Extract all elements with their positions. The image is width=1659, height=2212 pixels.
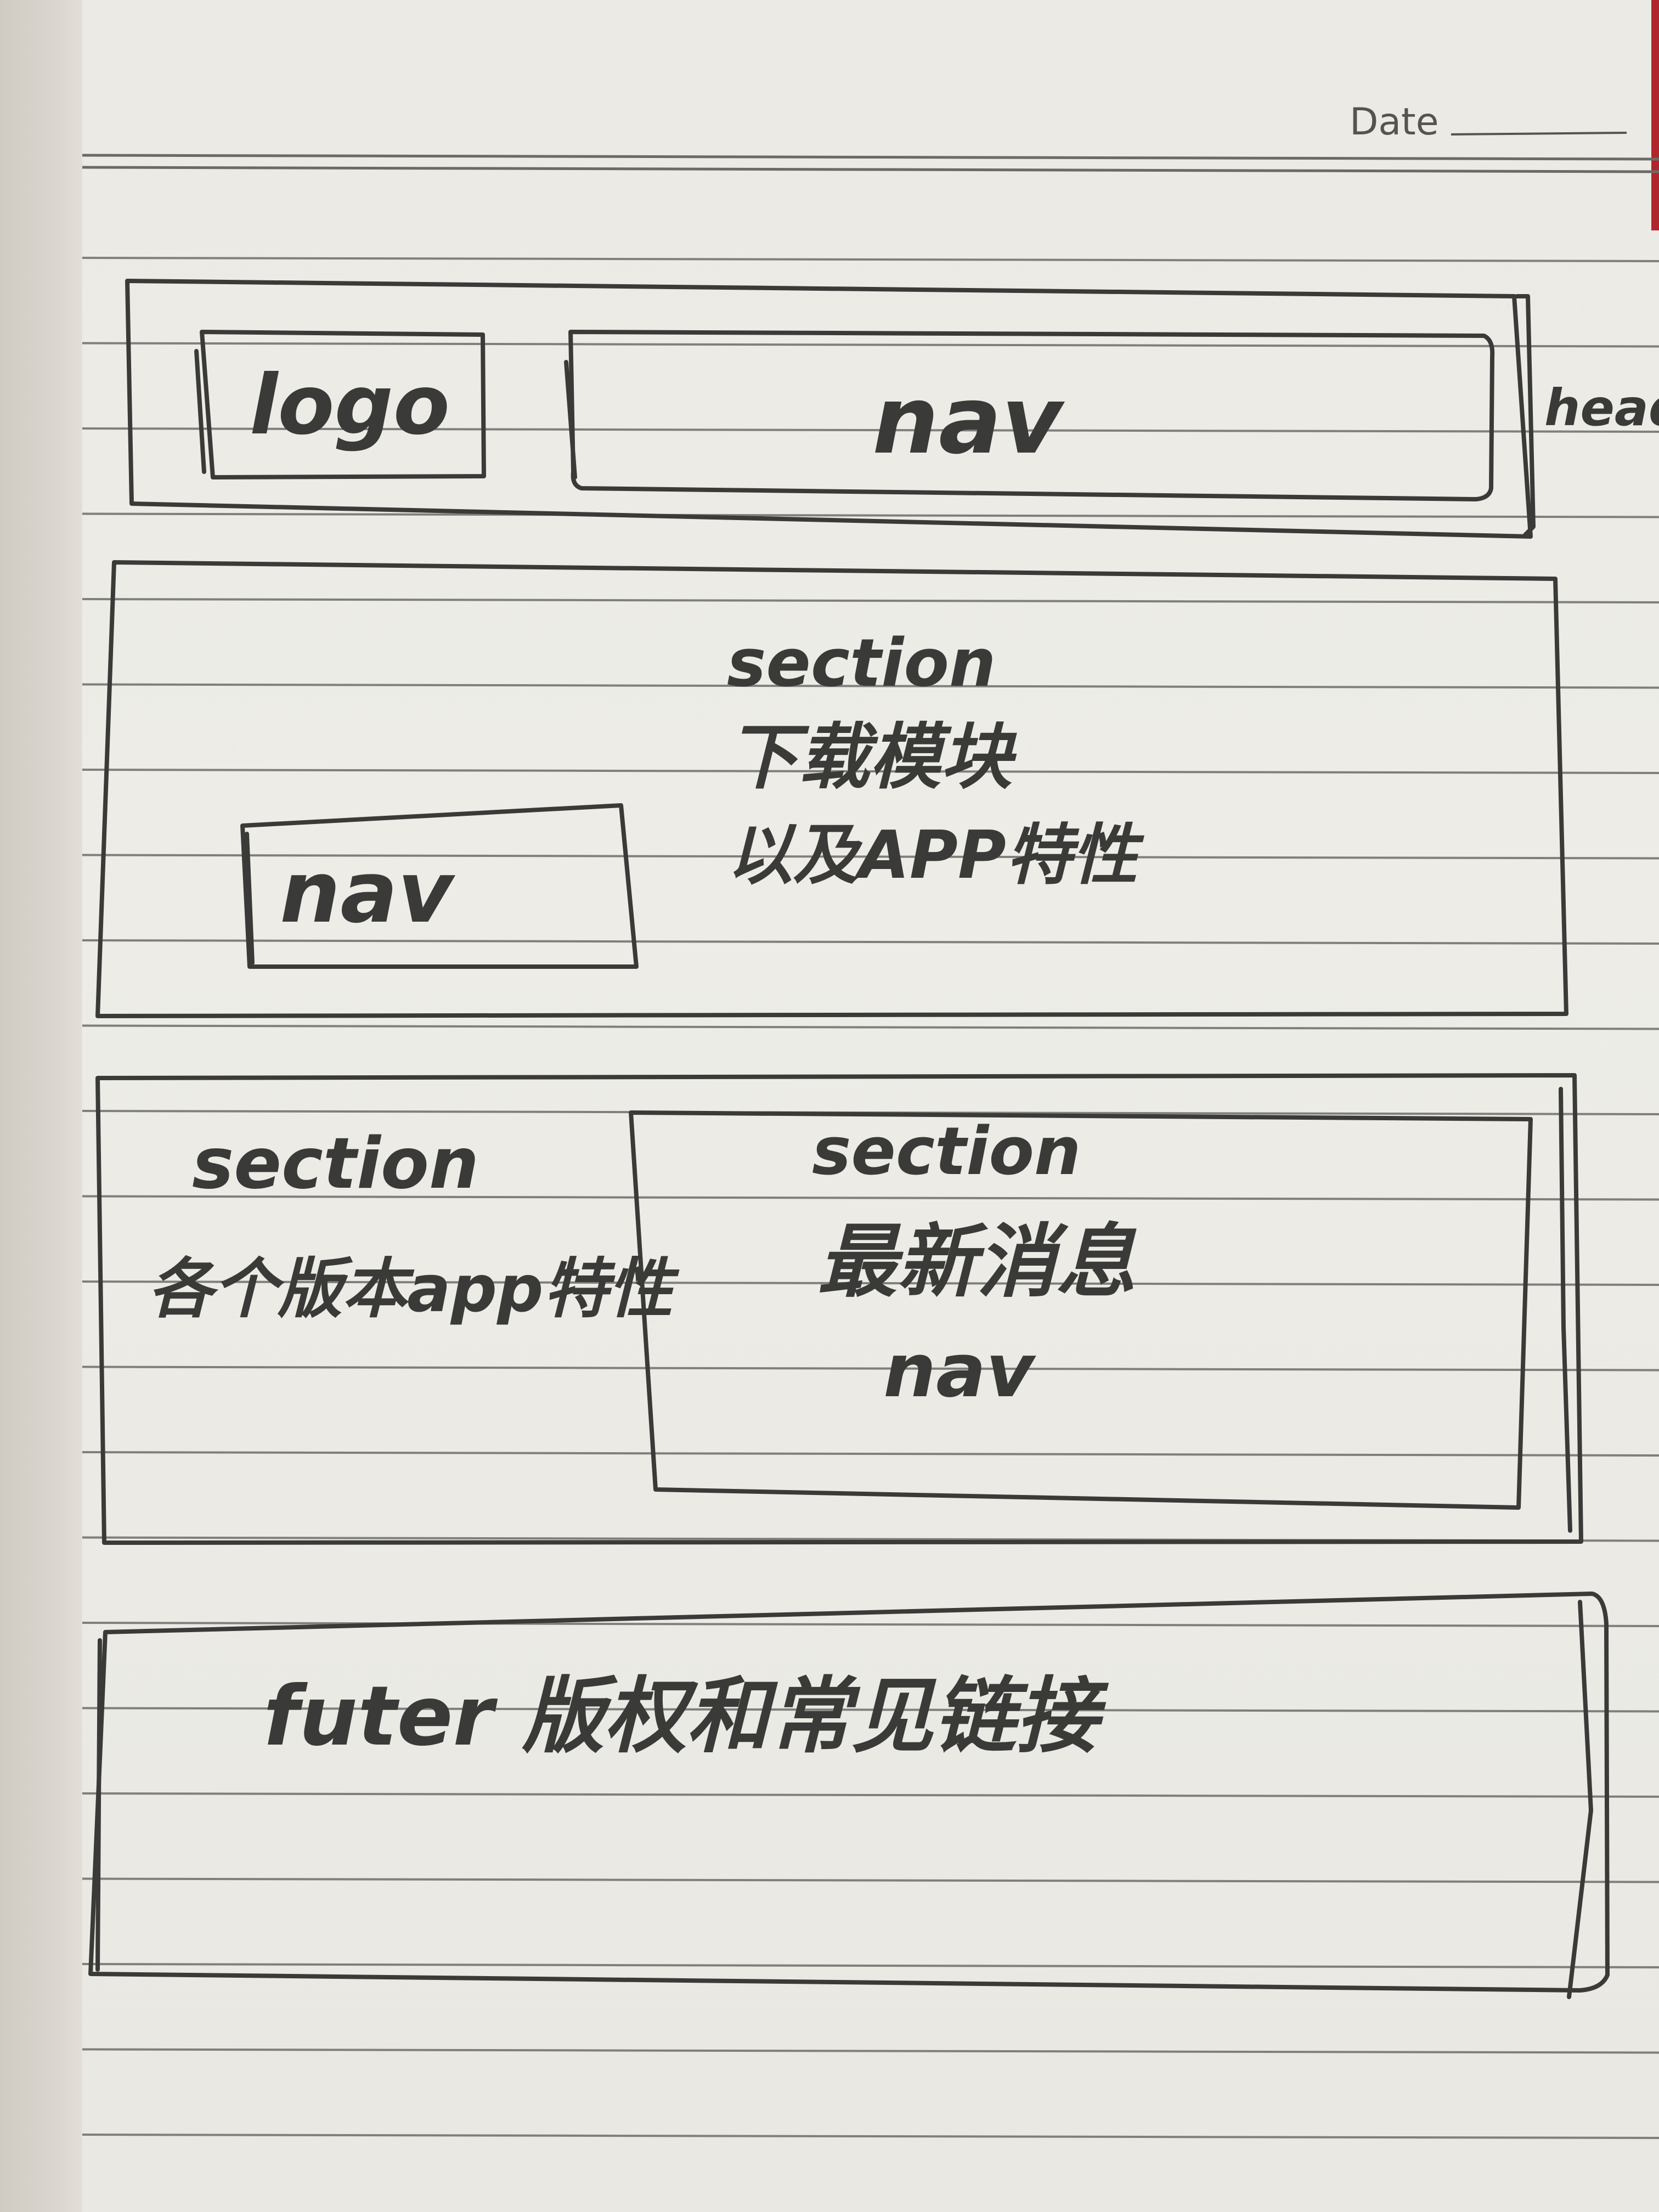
head-bracket [1515, 294, 1536, 537]
header-rule-top [82, 154, 1659, 161]
ruled-line [82, 1877, 1659, 1883]
date-underline [1451, 132, 1627, 136]
versions-section-line1: section [192, 1123, 479, 1205]
top-nav-box [564, 330, 1495, 501]
ruled-line [82, 257, 1659, 262]
footer-left-stroke [95, 1638, 102, 1972]
date-label: Date [1350, 100, 1439, 144]
ruled-line [82, 769, 1659, 774]
news-section-line1: section [812, 1114, 1081, 1190]
download-nav-label: nav [280, 843, 456, 942]
logo-label: logo [250, 358, 450, 453]
download-section-line2: 下载模块 [727, 715, 1017, 799]
versions-section-line2: 各个版本app特性 [148, 1251, 680, 1327]
ruled-line [82, 683, 1659, 689]
ruled-line [82, 1707, 1659, 1713]
ruled-line [82, 2134, 1659, 2139]
download-section-line3: 以及APP特性 [727, 817, 1145, 894]
ruled-line [82, 598, 1659, 603]
logo-box [194, 330, 486, 479]
download-section-box [95, 560, 1568, 1018]
footer-label: futer 版权和常见链接 [263, 1669, 1109, 1764]
ruled-line [82, 1451, 1659, 1457]
download-section-line1: section [727, 625, 996, 702]
footer-box-right-double [1567, 1600, 1593, 1999]
ruled-line [82, 1024, 1659, 1030]
news-section-line2: 最新消息 [817, 1216, 1137, 1308]
header-rule-bottom [82, 166, 1659, 173]
footer-box [88, 1592, 1610, 1993]
head-side-label: head [1544, 379, 1659, 437]
ruled-line [82, 1195, 1659, 1201]
news-section-line3: nav [883, 1328, 1036, 1414]
head-outer-box [125, 279, 1533, 539]
versions-section-box [95, 1073, 1583, 1545]
download-nav-box [240, 803, 639, 969]
ruled-line [82, 1622, 1659, 1627]
ruled-line [82, 1963, 1659, 1968]
ruled-line [82, 427, 1659, 433]
ruled-line [82, 512, 1659, 518]
ruled-line [82, 1365, 1659, 1372]
news-section-box [629, 1110, 1533, 1510]
ruled-line [82, 1280, 1659, 1286]
ruled-lines [82, 257, 1659, 2139]
versions-box-right-double [1559, 1087, 1572, 1533]
top-nav-label: nav [872, 366, 1065, 475]
notebook-page [82, 0, 1659, 2212]
ruled-line [82, 1792, 1659, 1798]
ruled-line [82, 2048, 1659, 2054]
ruled-line [82, 342, 1659, 348]
ruled-line [82, 854, 1659, 860]
ruled-line [82, 939, 1659, 945]
